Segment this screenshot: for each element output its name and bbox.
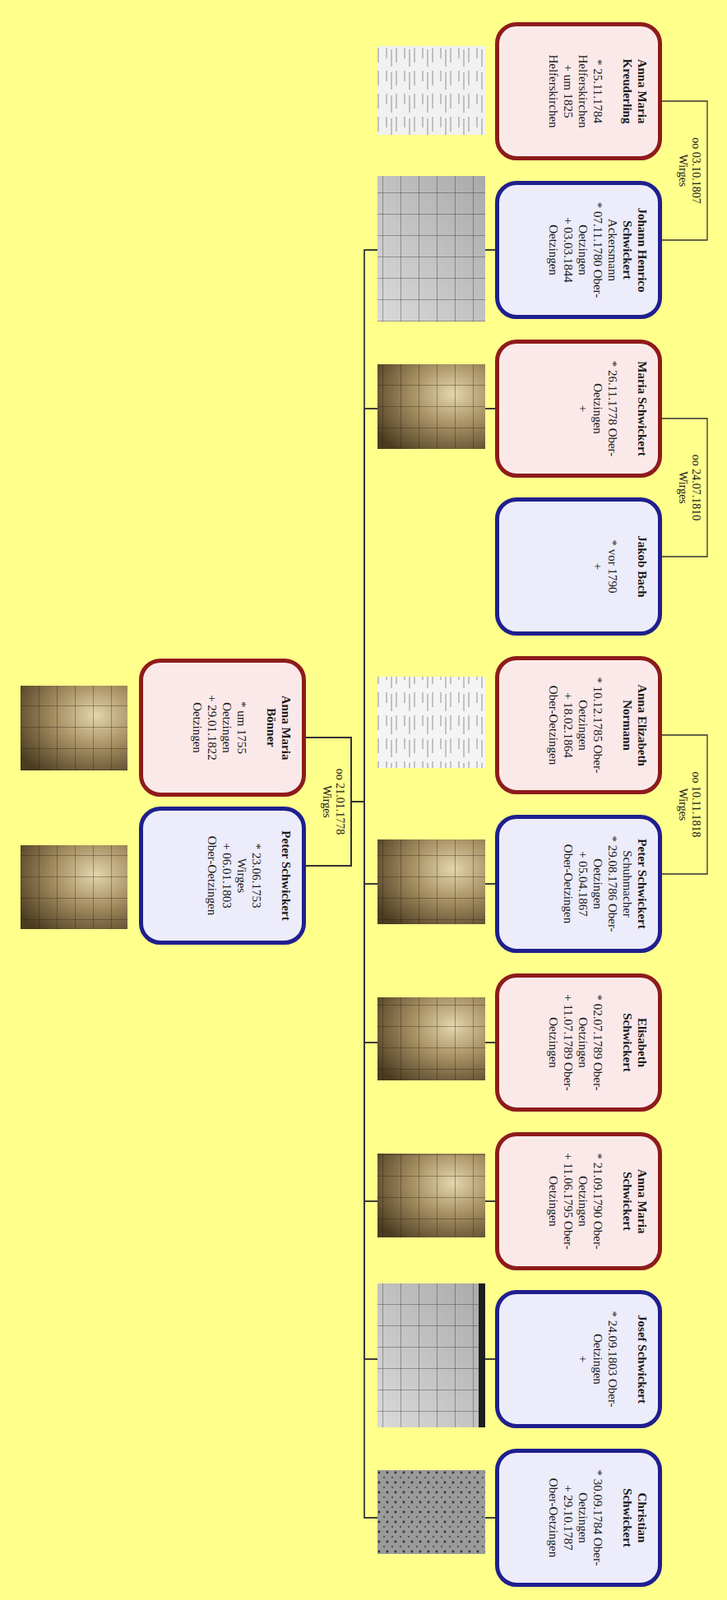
descent-line <box>305 801 496 1519</box>
person-detail: + 11.07.1789 Ober-Oetzingen <box>546 994 576 1092</box>
person-detail: + 05.04.1867 Ober-Oetzingen <box>560 835 591 933</box>
record-photo <box>377 1153 486 1238</box>
record-photo <box>20 845 128 930</box>
marriage-bracket <box>662 418 708 557</box>
person-detail: * 02.07.1789 Ober-Oetzingen <box>575 994 606 1092</box>
descent-line <box>305 250 496 866</box>
person-name: Peter Schwickert <box>634 835 650 933</box>
spacer <box>249 679 264 777</box>
person-detail: + 03.03.1844 Oetzingen <box>546 201 576 299</box>
person-detail: Ackersmann <box>605 201 621 299</box>
person-detail: + <box>575 1310 591 1408</box>
record-photo <box>377 676 486 769</box>
marriage-label: oo 10.11.1818 Wirges <box>676 759 703 852</box>
person-detail: + um 1825 Helferskirchen <box>546 42 576 140</box>
person-detail: * vor 1790 <box>605 518 621 616</box>
record-photo <box>377 1283 486 1428</box>
person-detail: + <box>575 360 591 458</box>
descent-line <box>305 801 496 1202</box>
spacer <box>605 1153 621 1251</box>
person-detail: + 18.02.1864 Ober-Oetzingen <box>546 676 576 774</box>
descent-line <box>305 408 496 866</box>
marriage-label: oo 21.01.1778 Wirges <box>319 755 347 848</box>
person-box: Maria Schwickert * 26.11.1778 Ober-Oetzin… <box>495 339 663 478</box>
spacer <box>605 994 621 1092</box>
person-box: Johann Henrico SchwickertAckersmann* 07.… <box>495 180 663 320</box>
marriage-date: oo 21.01.1778 Wirges <box>320 768 347 836</box>
person-name: Jakob Bach <box>634 518 650 616</box>
person-detail: * 24.09.1803 Ober-Oetzingen <box>590 1310 621 1408</box>
marriage-date: oo 10.11.1818 Wirges <box>676 772 703 839</box>
record-photo <box>377 46 486 135</box>
descent-line <box>305 408 496 802</box>
person-name: Elisabeth Schwickert <box>620 994 650 1092</box>
person-detail: Schuhmacher <box>620 835 635 933</box>
person-name: Anna Maria Schwickert <box>620 1153 650 1251</box>
person-name: Christian Schwickert <box>620 1469 650 1567</box>
spacer <box>620 518 635 616</box>
person-box: Christian Schwickert * 30.09.1784 Ober-Oe… <box>495 1449 663 1588</box>
record-photo <box>377 364 486 450</box>
marriage-bracket <box>305 737 352 866</box>
person-detail: + 06.01.1803 Ober-Oetzingen <box>204 827 235 925</box>
person-detail: * 23.06.1753 Wirges <box>234 827 264 925</box>
person-name: Anna Maria Bönner <box>263 679 294 777</box>
descent-line <box>305 737 496 1519</box>
person-box: Peter SchwickertSchuhmacher* 29.08.1786 … <box>495 814 663 954</box>
spacer <box>620 1310 635 1408</box>
person-detail: * 10.12.1785 Ober-Oetzingen <box>575 676 606 774</box>
person-name: Peter Schwickert <box>278 827 294 925</box>
record-photo <box>377 997 486 1081</box>
spacer <box>605 1469 621 1567</box>
spacer <box>605 42 621 140</box>
record-photo <box>377 839 486 925</box>
person-detail: + <box>590 518 606 616</box>
person-detail: * 07.11.1780 Ober-Oetzingen <box>575 201 606 299</box>
person-detail: * 30.09.1784 Ober-Oetzingen <box>575 1469 606 1567</box>
descent-line <box>305 737 496 1202</box>
person-name: Josef Schwickert <box>634 1310 650 1408</box>
person-box: Elisabeth Schwickert * 02.07.1789 Ober-Oe… <box>495 973 663 1112</box>
descent-line <box>305 737 496 1043</box>
person-name: Maria Schwickert <box>634 360 650 458</box>
spacer <box>620 360 635 458</box>
person-detail: * um 1755 Oetzingen <box>219 679 250 777</box>
person-box: Anna Elizabeth Normann * 10.12.1785 Ober-… <box>495 656 663 795</box>
spacer <box>263 827 279 925</box>
spacer <box>605 676 621 774</box>
record-photo <box>377 1470 486 1555</box>
person-detail: * 26.11.1778 Ober-Oetzingen <box>590 360 621 458</box>
person-name: Johann Henrico Schwickert <box>620 201 650 299</box>
person-detail: + 29.10.1787 Ober-Oetzingen <box>546 1469 576 1567</box>
person-box: Anna Maria Kreuderling * 25.11.1784 Helfe… <box>495 22 663 161</box>
descent-line <box>305 801 496 1360</box>
person-name: Anna Maria Kreuderling <box>620 42 650 140</box>
person-detail: * 25.11.1784 Helferskirchen <box>575 42 606 140</box>
person-detail: * 29.08.1786 Ober-Oetzingen <box>590 835 621 933</box>
descent-line <box>305 250 496 802</box>
person-box: Jakob Bach * vor 1790+ <box>495 497 663 636</box>
person-detail: + 11.06.1795 Ober-Oetzingen <box>546 1153 576 1251</box>
person-box: Anna Maria Bönner * um 1755 Oetzingen+ 29… <box>138 658 306 797</box>
record-photo <box>377 175 486 322</box>
marriage-date: oo 03.10.1807 Wirges <box>676 137 703 204</box>
person-name: Anna Elizabeth Normann <box>620 676 650 774</box>
marriage-date: oo 24.07.1810 Wirges <box>676 454 703 522</box>
person-box: Josef Schwickert * 24.09.1803 Ober-Oetzin… <box>495 1290 663 1429</box>
marriage-label: oo 24.07.1810 Wirges <box>676 441 703 534</box>
person-box: Peter Schwickert * 23.06.1753 Wirges+ 06.… <box>138 806 306 945</box>
marriage-bracket <box>662 101 708 241</box>
descent-line <box>305 737 496 1360</box>
person-box: Anna Maria Schwickert * 21.09.1790 Ober-O… <box>495 1132 663 1271</box>
marriage-label: oo 03.10.1807 Wirges <box>676 125 703 218</box>
person-detail: * 21.09.1790 Ober-Oetzingen <box>575 1153 606 1251</box>
person-detail: + 29.01.1822 Oetzingen <box>189 679 220 777</box>
marriage-bracket <box>662 735 708 875</box>
record-photo <box>20 685 128 771</box>
